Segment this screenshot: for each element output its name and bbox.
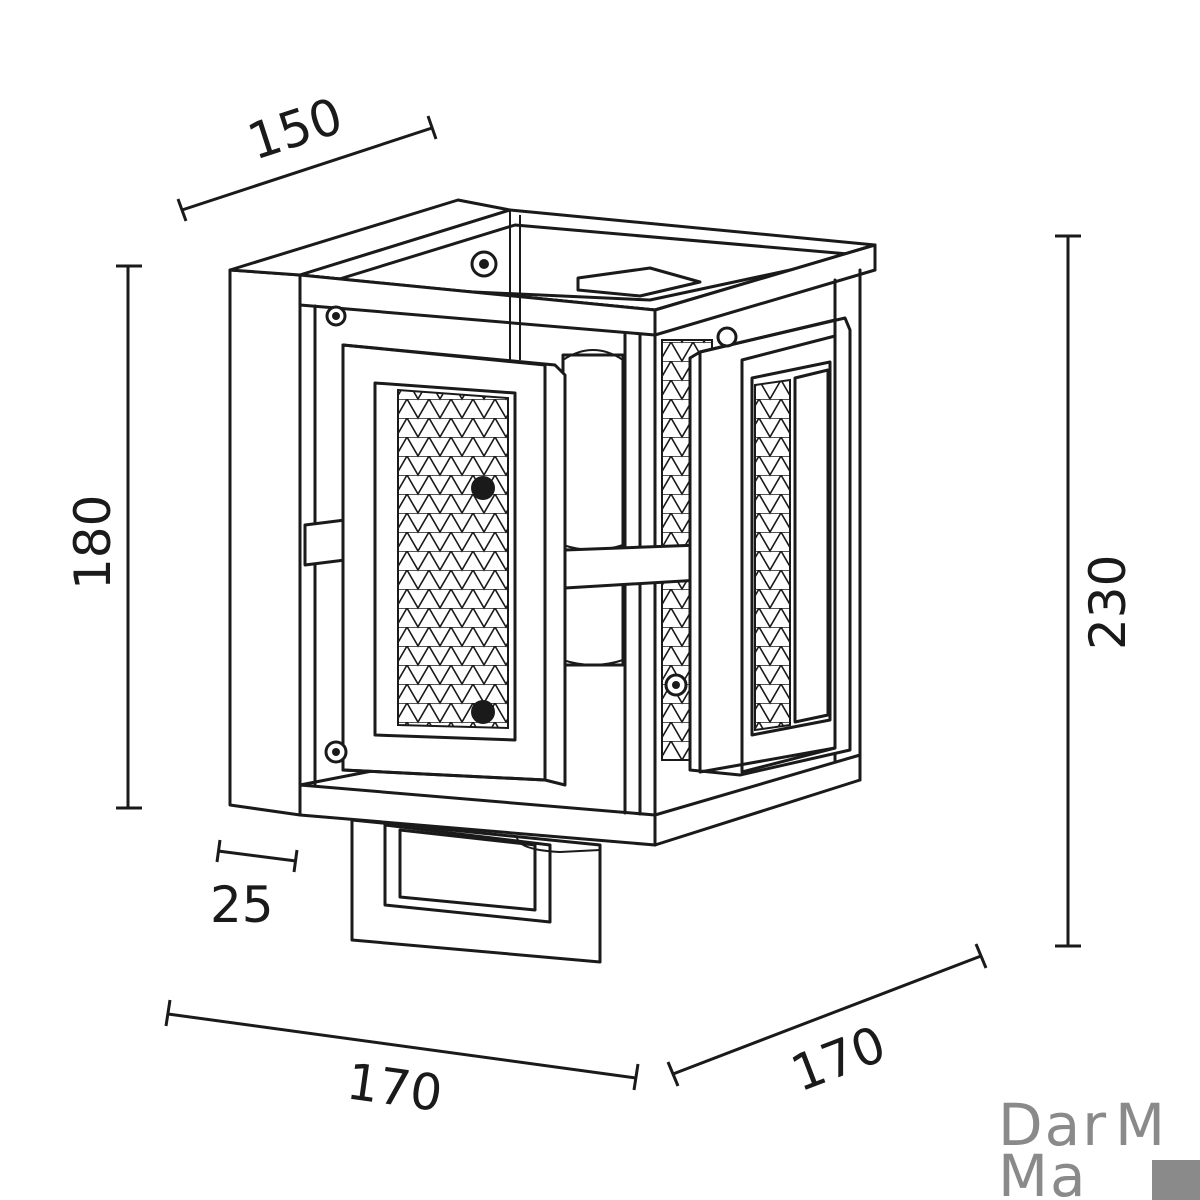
screw-icons bbox=[324, 250, 738, 764]
logo-block bbox=[1152, 1160, 1200, 1200]
logo-line-1-m: M bbox=[1115, 1091, 1167, 1159]
dim-label-bracket: 25 bbox=[210, 876, 274, 934]
dim-label-height-body: 180 bbox=[64, 495, 122, 590]
wall-bracket bbox=[350, 818, 602, 964]
dim-label-depth: 150 bbox=[241, 87, 350, 172]
front-mesh-panel bbox=[397, 388, 509, 730]
dim-label-height-total: 230 bbox=[1079, 555, 1137, 650]
dim-label-width-front: 170 bbox=[343, 1052, 446, 1123]
darma-logo: Dar M Ma bbox=[998, 1091, 1200, 1200]
dim-label-width-side: 170 bbox=[784, 1015, 894, 1103]
lamp-body bbox=[228, 198, 877, 964]
dimension-lines bbox=[116, 115, 1081, 1091]
bulb-socket bbox=[561, 353, 625, 667]
logo-line-2: Ma bbox=[998, 1142, 1088, 1200]
wall-plate bbox=[228, 268, 302, 817]
logo-line-1: Dar bbox=[998, 1091, 1108, 1159]
